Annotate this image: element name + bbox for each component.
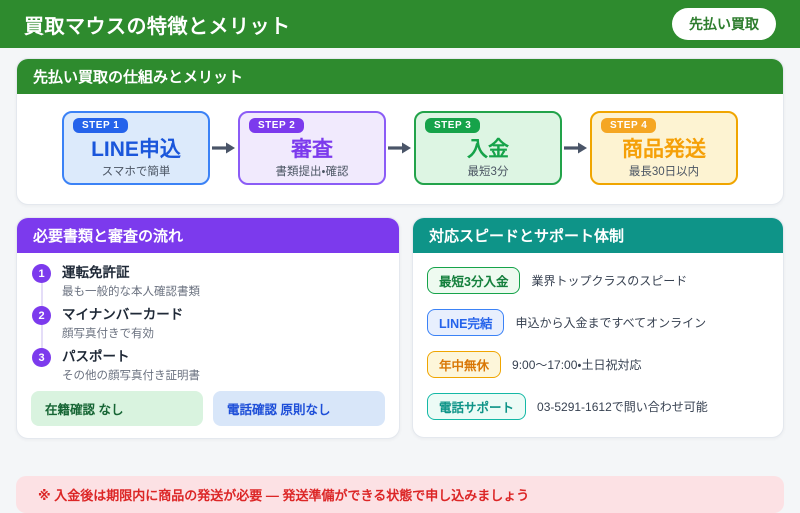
step-card-line-apply: STEP 1 LINE申込 スマホで簡単 xyxy=(62,111,210,185)
list-item-mynumber-card: 2 マイナンバーカード 顔写真付きで有効 xyxy=(31,306,385,341)
support-desc: 9:00〜17:00・土日祝対応 xyxy=(512,358,642,372)
flow-panel: 先払い買取の仕組みとメリット STEP 1 LINE申込 スマホで簡単 STEP… xyxy=(16,58,784,205)
step-card-screening: STEP 2 審査 書類提出・確認 xyxy=(238,111,386,185)
documents-panel-title: 必要書類と審査の流れ xyxy=(17,218,399,253)
list-item-drivers-license: 1 運転免許証 最も一般的な本人確認書類 xyxy=(31,264,385,299)
step4-subtitle: 最長30日以内 xyxy=(628,166,700,178)
step-card-payment: STEP 3 入金 最短3分 xyxy=(414,111,562,185)
step4-title: 商品発送 xyxy=(622,138,706,161)
documents-body: 1 運転免許証 最も一般的な本人確認書類 2 マイナンバーカード 顔写真付きで有… xyxy=(17,253,399,438)
number-circle-3: 3 xyxy=(32,348,51,367)
doc-title: パスポート xyxy=(62,349,130,364)
arrow-right-icon xyxy=(212,141,236,155)
badge-open-everyday: 年中無休 xyxy=(427,351,502,378)
main-content: 先払い買取の仕組みとメリット STEP 1 LINE申込 スマホで簡単 STEP… xyxy=(0,48,800,513)
step2-title: 審査 xyxy=(291,138,333,161)
step1-title: LINE申込 xyxy=(91,138,181,161)
support-item-phone: 電話サポート 03-5291-1612で問い合わせ可能 xyxy=(427,393,769,420)
support-desc: 業界トップクラスのスピード xyxy=(531,274,688,288)
shipping-deadline-note: ※ 入金後は期限内に商品の発送が必要 ― 発送準備ができる状態で申し込みましょう xyxy=(16,476,784,513)
badge-line-complete: LINE完結 xyxy=(427,309,505,336)
doc-title: マイナンバーカード xyxy=(62,307,184,322)
lower-panels-row: 必要書類と審査の流れ 1 運転免許証 最も一般的な本人確認書類 2 マイナンバー… xyxy=(16,217,784,439)
badge-phone-support: 電話サポート xyxy=(427,393,527,420)
prepaid-purchase-badge: 先払い買取 xyxy=(672,8,776,40)
support-panel: 対応スピードとサポート体制 最短3分入金 業界トップクラスのスピード LINE完… xyxy=(412,217,784,438)
flow-panel-title: 先払い買取の仕組みとメリット xyxy=(17,59,783,94)
number-circle-2: 2 xyxy=(32,306,51,325)
arrow-right-icon xyxy=(564,141,588,155)
support-item-speed: 最短3分入金 業界トップクラスのスピード xyxy=(427,267,769,294)
doc-title: 運転免許証 xyxy=(62,265,130,280)
step2-subtitle: 書類提出・確認 xyxy=(275,166,349,178)
list-item-passport: 3 パスポート その他の顔写真付き証明書 xyxy=(31,348,385,383)
document-list: 1 運転免許証 最も一般的な本人確認書類 2 マイナンバーカード 顔写真付きで有… xyxy=(31,264,385,383)
step4-badge: STEP 4 xyxy=(601,118,657,133)
documents-panel: 必要書類と審査の流れ 1 運転免許証 最も一般的な本人確認書類 2 マイナンバー… xyxy=(16,217,400,439)
confirmation-chips: 在籍確認 なし 電話確認 原則なし xyxy=(31,391,385,426)
support-item-line: LINE完結 申込から入金まですべてオンライン xyxy=(427,309,769,336)
page-header: 買取マウスの特徴とメリット 先払い買取 xyxy=(0,0,800,48)
page-title: 買取マウスの特徴とメリット xyxy=(24,15,291,38)
step3-badge: STEP 3 xyxy=(425,118,481,133)
support-desc: 03-5291-1612で問い合わせ可能 xyxy=(537,400,708,414)
arrow-right-icon xyxy=(388,141,412,155)
chip-phone-check: 電話確認 原則なし xyxy=(213,391,385,426)
doc-desc: その他の顔写真付き証明書 xyxy=(62,370,200,382)
support-desc: 申込から入金まですべてオンライン xyxy=(515,316,707,330)
step3-subtitle: 最短3分 xyxy=(467,166,509,178)
step2-badge: STEP 2 xyxy=(249,118,305,133)
support-panel-title: 対応スピードとサポート体制 xyxy=(413,218,783,253)
chip-employment-check: 在籍確認 なし xyxy=(31,391,203,426)
support-item-hours: 年中無休 9:00〜17:00・土日祝対応 xyxy=(427,351,769,378)
step1-subtitle: スマホで簡単 xyxy=(101,166,171,178)
support-body: 最短3分入金 業界トップクラスのスピード LINE完結 申込から入金まですべてオ… xyxy=(413,253,783,437)
doc-desc: 最も一般的な本人確認書類 xyxy=(62,286,200,298)
number-circle-1: 1 xyxy=(32,264,51,283)
step-card-shipping: STEP 4 商品発送 最長30日以内 xyxy=(590,111,738,185)
flow-steps: STEP 1 LINE申込 スマホで簡単 STEP 2 審査 書類提出・確認 S… xyxy=(17,94,783,204)
doc-desc: 顔写真付きで有効 xyxy=(62,328,154,340)
step3-title: 入金 xyxy=(467,138,509,161)
badge-fast-payment: 最短3分入金 xyxy=(427,267,521,294)
step1-badge: STEP 1 xyxy=(73,118,129,133)
